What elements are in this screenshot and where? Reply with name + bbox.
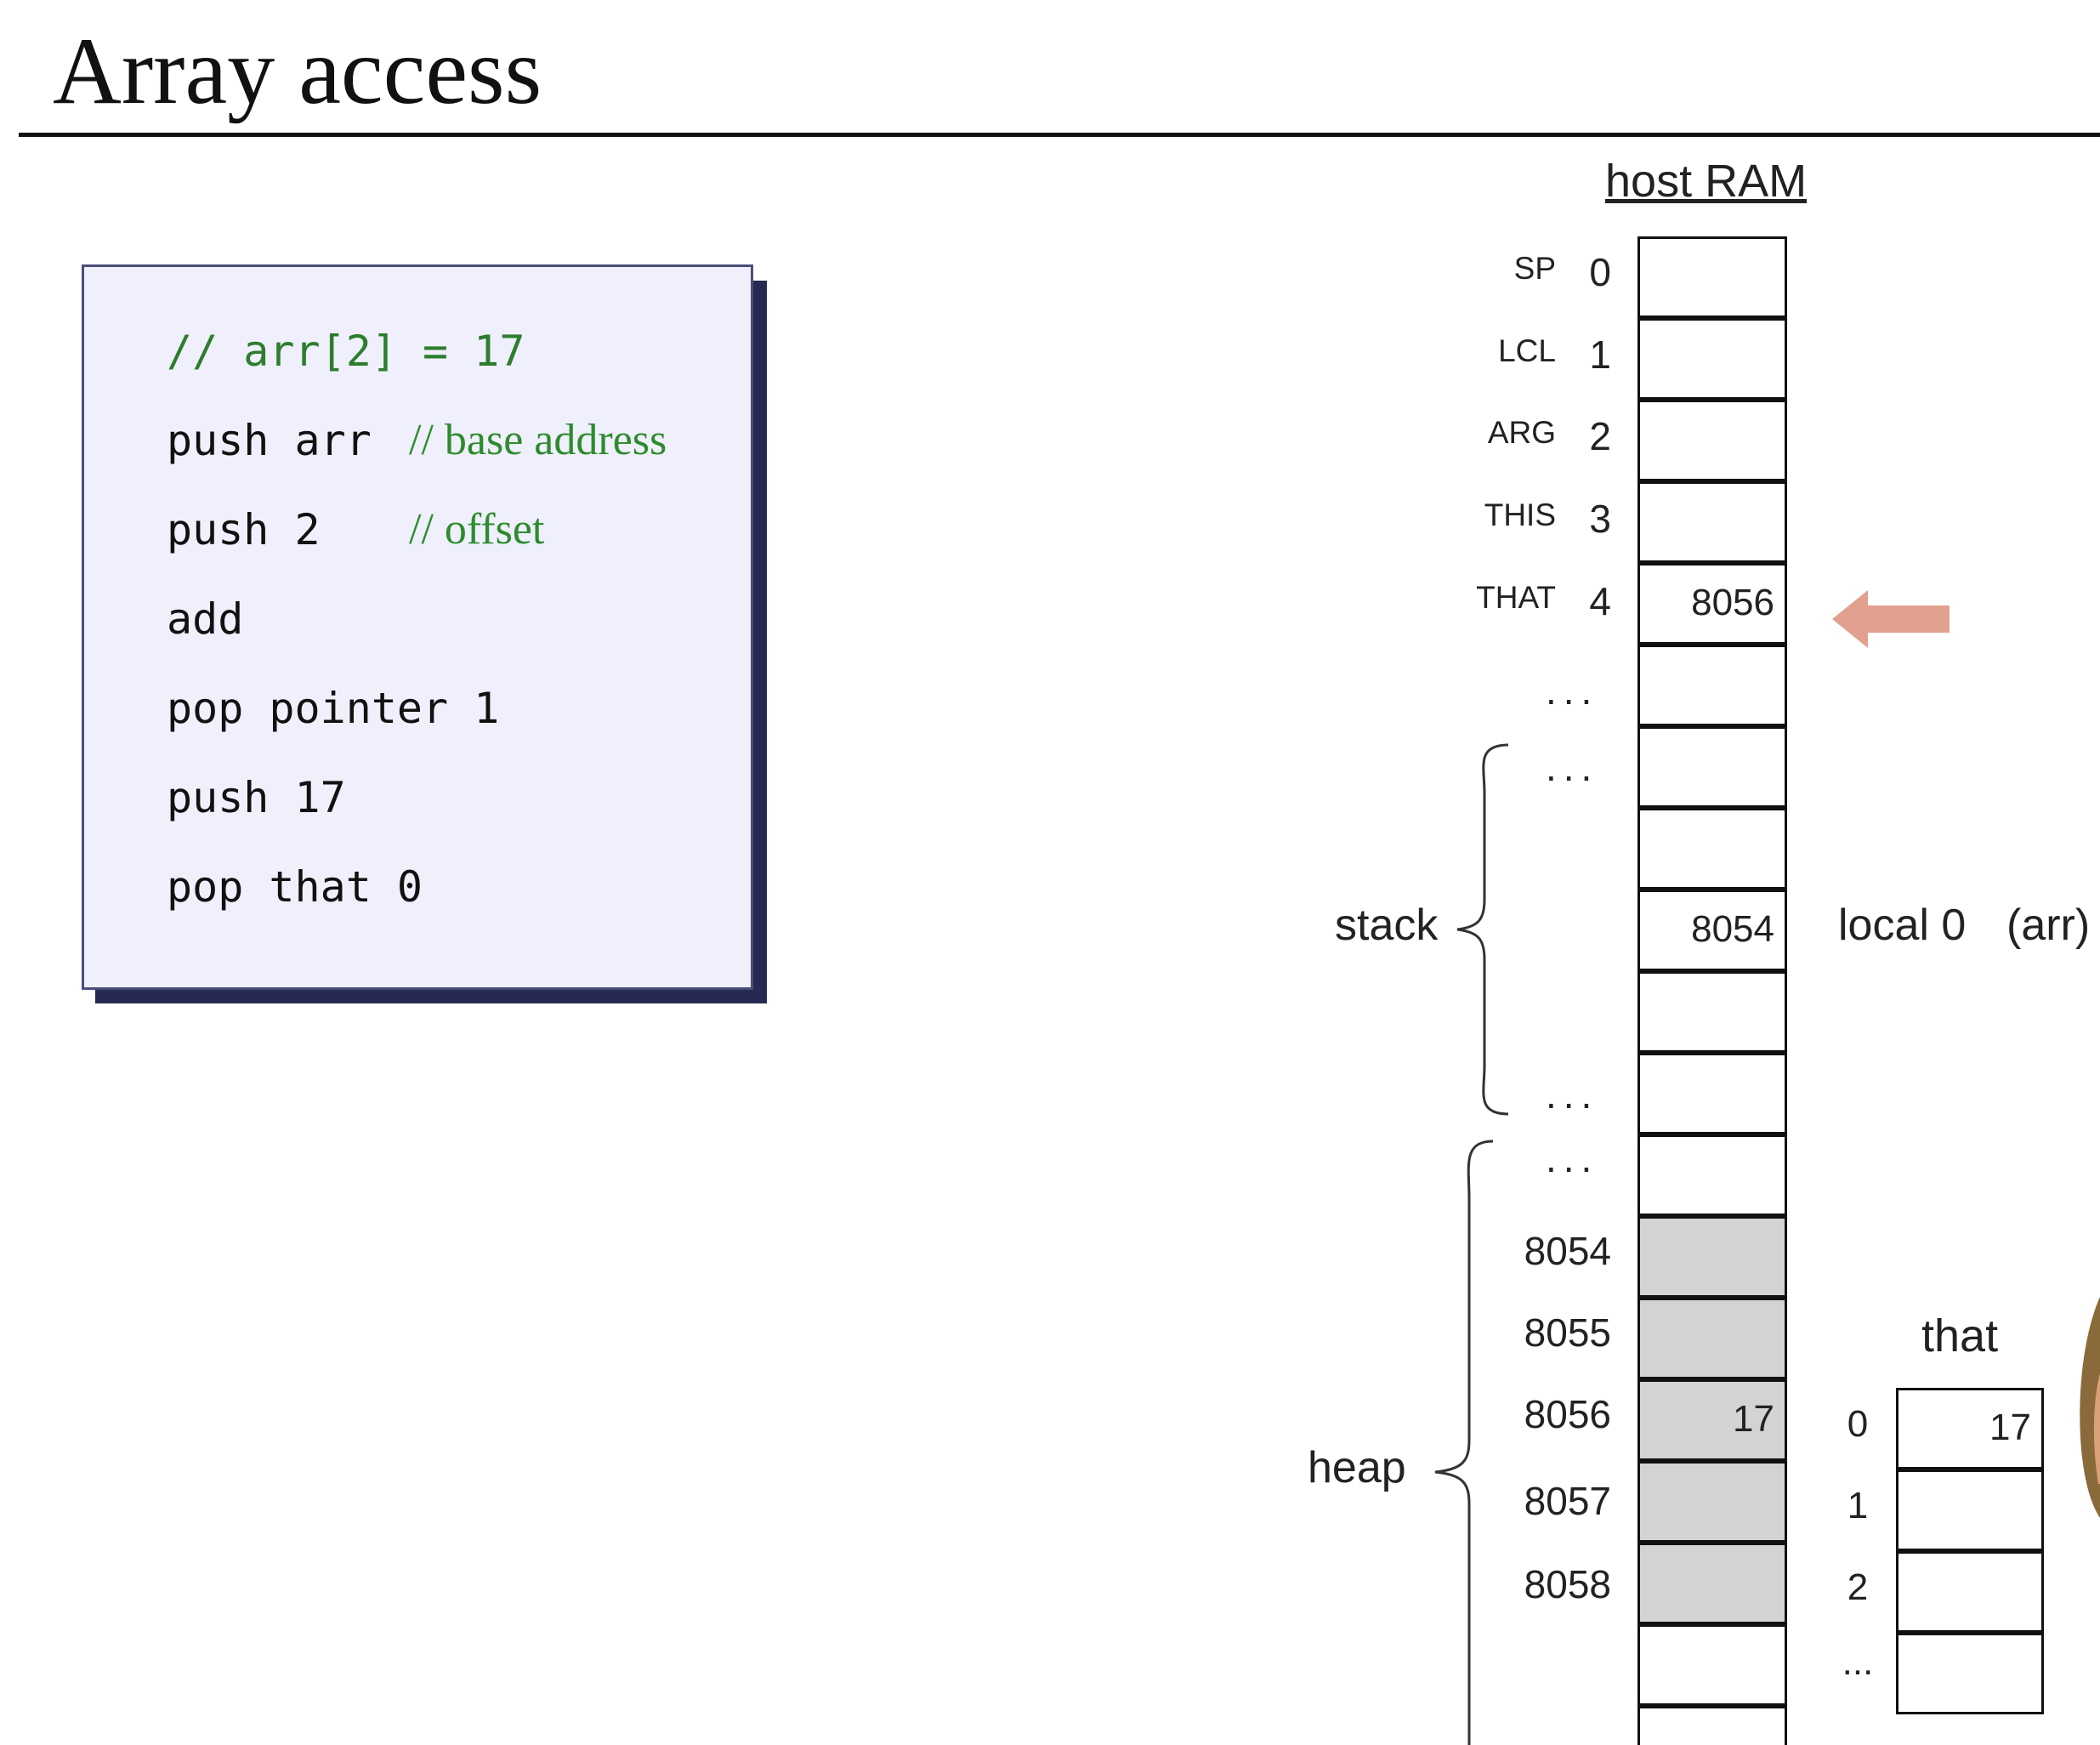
register-index-1: 1 — [1589, 333, 1611, 377]
heap-cell-8054 — [1637, 1216, 1787, 1298]
code-box: // arr[2] = 17 push arr // base address … — [82, 264, 753, 990]
ellipsis: ... — [1546, 745, 1599, 789]
that-cell-2 — [1896, 1551, 2044, 1633]
heap-cell-8056: 17 — [1637, 1379, 1787, 1461]
ram-cell-4: 8056 — [1637, 563, 1787, 645]
stack-cell-1 — [1637, 808, 1787, 890]
register-index-3: 3 — [1589, 497, 1611, 541]
left-arrow-icon — [1832, 590, 1950, 648]
heap-address-8055: 8055 — [1524, 1310, 1611, 1355]
register-label-this: THIS — [1484, 497, 1556, 532]
that-cell-3 — [1896, 1633, 2044, 1714]
code-line-push-2: push 2 — [167, 505, 321, 554]
ram-cell-0 — [1637, 236, 1787, 318]
comment-offset: // offset — [409, 505, 545, 554]
local-name: (arr) — [2006, 901, 2091, 950]
code-line-comment: // arr[2] = 17 — [167, 327, 525, 376]
ellipsis: ... — [1546, 1136, 1599, 1180]
heap-address-8054: 8054 — [1524, 1229, 1611, 1273]
title-divider — [19, 133, 2100, 137]
ellipsis: ... — [1546, 1072, 1599, 1117]
heap-cell-8057 — [1637, 1461, 1787, 1543]
heap-brace — [1434, 1140, 1494, 1745]
register-label-that: THAT — [1476, 580, 1556, 615]
that-index-1: 1 — [1847, 1485, 1869, 1526]
heap-cell-8055 — [1637, 1298, 1787, 1379]
code-line-pop-that: pop that 0 — [167, 862, 423, 912]
code-line-add: add — [167, 594, 244, 644]
local-annotation: local 0 — [1838, 901, 1967, 950]
presenter-image — [2080, 1297, 2100, 1518]
stack-cell-0 — [1637, 726, 1787, 808]
register-index-0: 0 — [1589, 250, 1611, 294]
code-line-push-17: push 17 — [167, 773, 346, 822]
heap-label: heap — [1308, 1443, 1406, 1492]
heap-address-8056: 8056 — [1524, 1392, 1611, 1436]
stack-cell-4 — [1637, 1053, 1787, 1134]
ram-cell-1 — [1637, 318, 1787, 400]
that-index-2: 2 — [1847, 1566, 1869, 1608]
register-index-4: 4 — [1589, 579, 1611, 623]
heap-cell-blank — [1637, 1134, 1787, 1216]
register-label-sp: SP — [1513, 251, 1556, 286]
register-label-arg: ARG — [1487, 415, 1556, 450]
ram-cell-5 — [1637, 645, 1787, 726]
slide-title: Array access — [53, 19, 542, 124]
heap-cell-next — [1637, 1624, 1787, 1706]
stack-label: stack — [1335, 901, 1439, 950]
that-index-ellipsis: ... — [1842, 1641, 1874, 1683]
that-cell-1 — [1896, 1469, 2044, 1551]
ram-cell-3 — [1637, 481, 1787, 563]
register-index-2: 2 — [1589, 414, 1611, 458]
stack-brace — [1456, 743, 1509, 1116]
ram-header: host RAM — [1605, 156, 1808, 207]
heap-cell-8058 — [1637, 1543, 1787, 1624]
register-label-lcl: LCL — [1498, 333, 1556, 368]
that-cell-0: 17 — [1896, 1388, 2044, 1469]
stack-cell-local0: 8054 — [1637, 890, 1787, 971]
code-line-push-arr: push arr — [167, 416, 372, 465]
that-index-0: 0 — [1847, 1403, 1869, 1445]
ellipsis: ... — [1546, 668, 1599, 713]
ram-cell-2 — [1637, 400, 1787, 481]
stack-cell-3 — [1637, 971, 1787, 1053]
heap-cell-overflow — [1637, 1706, 1787, 1745]
comment-base-address: // base address — [409, 416, 667, 464]
heap-address-8058: 8058 — [1524, 1562, 1611, 1606]
that-segment-label: that — [1921, 1310, 1999, 1361]
code-line-pop-pointer: pop pointer 1 — [167, 684, 500, 733]
heap-address-8057: 8057 — [1524, 1479, 1611, 1523]
